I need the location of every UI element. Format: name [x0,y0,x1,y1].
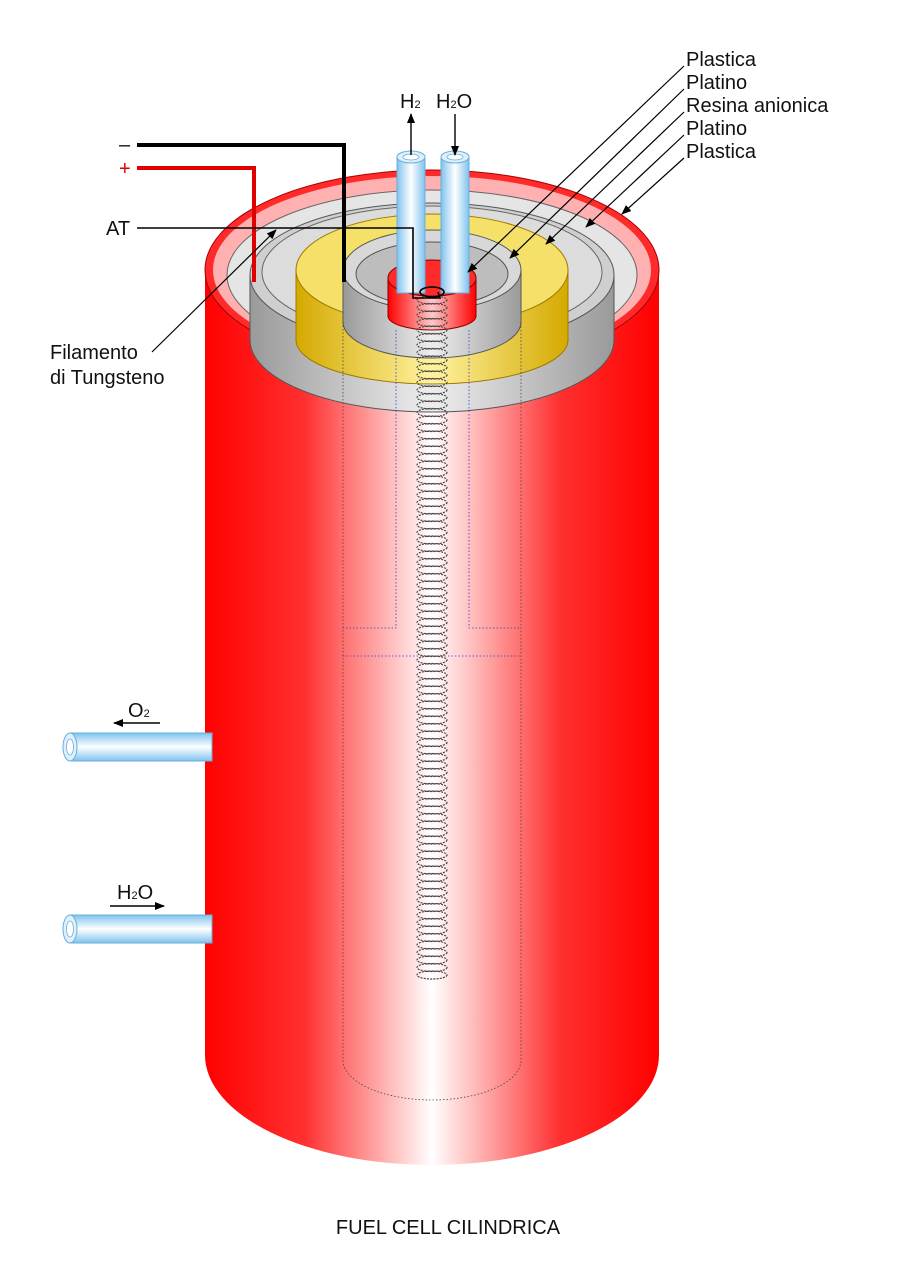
filament-leader-line [151,229,277,353]
at-wire [137,227,445,299]
filament-coil-turn [416,970,448,980]
h2o-inlet-tube [440,150,470,294]
layer-label-resina-anionica: Resina anionica [686,95,829,117]
layer-label-platino-1: Platino [686,72,747,94]
diagram-title: FUEL CELL CILINDRICA [336,1217,561,1239]
positive-wire [137,166,256,282]
filament-label-line2: di Tungsteno [50,367,165,389]
layer-label-plastica-2: Plastica [686,141,757,163]
h2o-side-inlet-tube [62,914,213,944]
terminal-plus-label: + [119,158,131,180]
negative-wire [137,143,346,282]
layer-label-plastica-1: Plastica [686,49,757,71]
port-arrows [110,113,459,910]
at-label: AT [106,218,130,240]
layer-leader-lines [467,65,685,273]
h2-top-label: H2 [400,91,421,113]
terminal-minus-label: – [119,134,131,156]
h2-outlet-tube [396,150,426,294]
h2o-side-label: H2O [117,882,153,904]
layer-label-platino-2: Platino [686,118,747,140]
o2-outlet-tube [62,732,213,762]
filament-label-line1: Filamento [50,342,138,364]
o2-side-label: O2 [128,700,150,722]
h2o-top-label: H2O [436,91,472,113]
tungsten-filament-coil [416,295,448,980]
